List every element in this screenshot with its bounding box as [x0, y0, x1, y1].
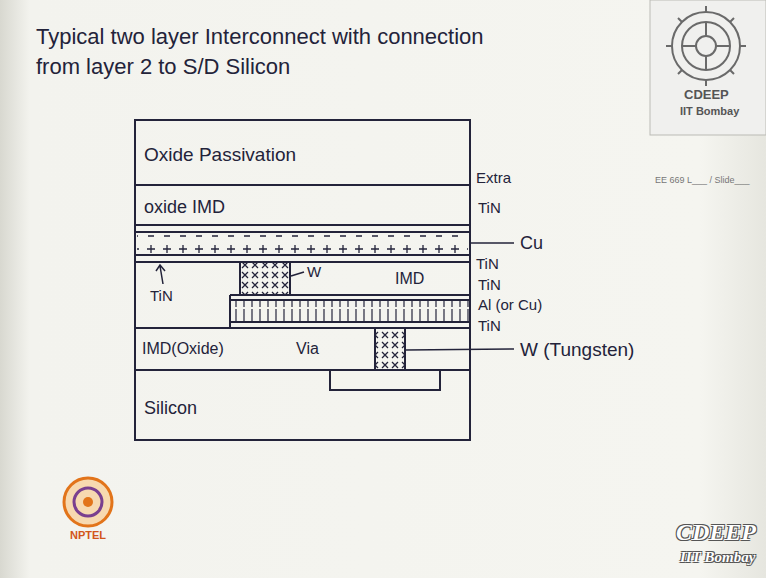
layer-label: TiN	[478, 277, 501, 292]
slide-title: Typical two layer Interconnect with conn…	[36, 22, 506, 82]
logo-institute: IIT Bombay	[680, 106, 739, 117]
logo-name: NPTEL	[70, 530, 106, 541]
layer-band: Oxide Passivation	[136, 121, 469, 184]
layer-label: TiN	[150, 288, 173, 303]
layer-name: Oxide Passivation	[144, 145, 296, 164]
layer-band: oxide IMD	[136, 186, 469, 224]
layer-name: IMD(Oxide)	[142, 341, 224, 357]
layer-band: IMD(Oxide) Via	[136, 329, 469, 369]
layer-label: Cu	[520, 234, 543, 252]
watermark: IIT Bombay	[680, 550, 755, 565]
layer-label: Al (or Cu)	[478, 297, 542, 312]
slide-number: EE 669 L___ / Slide___	[655, 176, 750, 185]
layer-label: TiN	[478, 318, 501, 333]
layer-band: IMD	[231, 263, 469, 294]
layer-label: TiN	[478, 200, 501, 215]
layer-label: TiN	[476, 256, 499, 271]
via-label: Via	[296, 341, 319, 357]
note-text: Extra	[476, 170, 511, 185]
plug-label: W (Tungsten)	[520, 340, 634, 359]
layer-band: Silicon	[136, 371, 469, 439]
watermark: CDEEP	[676, 520, 756, 544]
plug-label: W	[307, 264, 321, 279]
layer-name: oxide IMD	[144, 198, 225, 216]
layer-name: Silicon	[144, 399, 197, 417]
logo-box: CDEEP IIT Bombay	[650, 0, 766, 135]
layer-name: IMD	[395, 271, 424, 287]
logo-name: CDEEP	[684, 88, 729, 101]
